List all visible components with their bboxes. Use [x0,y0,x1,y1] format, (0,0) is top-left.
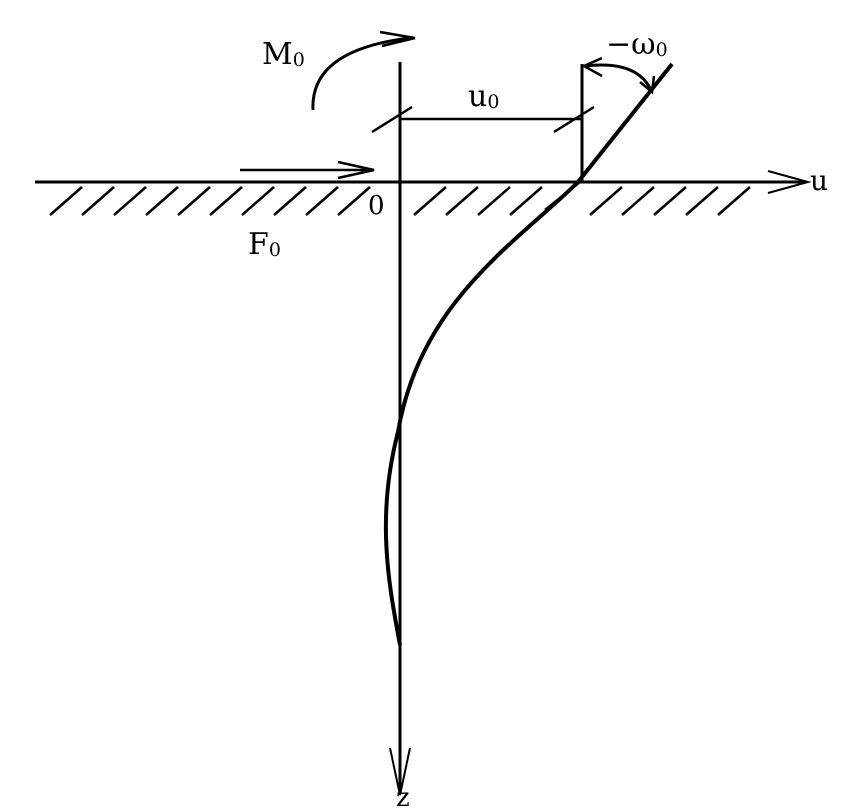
deflection-curve-stub [544,181,581,211]
hatch-line [241,186,275,216]
u-axis-arrowhead [767,170,812,194]
displacement-label: u0 [468,79,499,114]
moment-arrow [311,30,416,111]
moment-label: M0 [262,37,305,72]
displacement-tick-right [553,105,595,134]
origin-label: 0 [368,191,385,221]
hatch-line [445,186,479,216]
moment-arc [311,36,411,111]
rotation-arc-arrowhead-left [581,56,603,78]
z-axis-label: z [396,783,410,810]
hatch-line [209,186,243,216]
rotation-arc-arrowhead-right [639,75,656,95]
hatch-line [477,186,511,216]
force-arrow [240,160,375,180]
ground-hatching [49,186,751,216]
hatch-line [621,186,655,216]
rotation-arc [584,63,652,89]
hatch-line [145,186,179,216]
hatch-line [177,186,211,216]
hatch-line [589,186,623,216]
pile-head-line [576,62,674,184]
u-axis-label: u [810,164,828,197]
hatch-line [81,186,115,216]
displacement-dimension [371,105,595,134]
hatch-line [685,186,719,216]
hatch-line [337,186,371,216]
rotation-label: −ω0 [606,27,668,62]
force-arrowhead [337,160,375,180]
hatch-line [653,186,687,216]
rotation-arrow [581,56,656,95]
hatch-line [305,186,339,216]
hatch-line [509,186,543,216]
hatch-line [113,186,147,216]
hatch-line [49,186,83,216]
deflection-curve [383,180,580,646]
displacement-tick-left [371,105,413,134]
u-axis [35,170,812,194]
moment-arrowhead [379,30,416,48]
hatch-line [273,186,307,216]
hatch-line [717,186,751,216]
force-label: F0 [248,227,281,262]
hatch-line [413,186,447,216]
z-axis-arrowhead [389,747,411,796]
